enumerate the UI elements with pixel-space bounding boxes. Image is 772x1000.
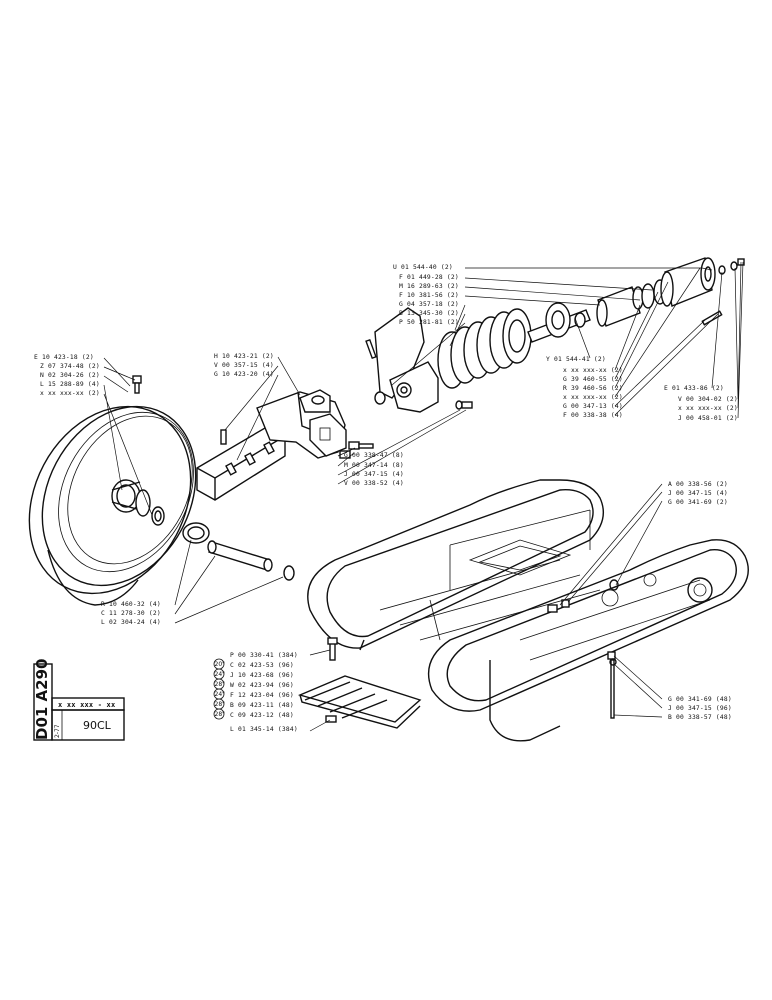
callout: C 02 423-53 (96) bbox=[230, 662, 294, 669]
callout: F 10 381-56 (2) bbox=[399, 292, 459, 299]
callouts-yoke: H 10 423-21 (2) V 00 357-15 (4) G 10 423… bbox=[214, 353, 274, 378]
callout: G 00 341-69 (48) bbox=[668, 696, 732, 703]
sheet-code: D01 A290 bbox=[33, 659, 51, 740]
size-tag-label: 28" bbox=[215, 681, 226, 688]
callout: M 00 347-14 (8) bbox=[344, 462, 404, 469]
callout: R 10 460-32 (4) bbox=[101, 601, 161, 608]
callout: J 10 423-68 (96) bbox=[230, 672, 294, 679]
track-shoes bbox=[297, 637, 422, 729]
recoil-spring-assembly bbox=[365, 257, 745, 413]
callout: J 00 347-15 (4) bbox=[344, 471, 404, 478]
callout: P 00 330-41 (384) bbox=[230, 652, 298, 659]
callouts-spring-right: Y 01 544-41 (2) x xx xxx-xx (2) G 39 460… bbox=[546, 356, 623, 419]
callout: P 50 281-81 (2) bbox=[399, 319, 459, 326]
callout: Z 07 374-48 (2) bbox=[40, 363, 100, 370]
callout: F 12 423-04 (96) bbox=[230, 692, 294, 699]
model-name: 90CL bbox=[83, 719, 112, 732]
callout: L 02 304-24 (4) bbox=[101, 619, 161, 626]
track-frame bbox=[307, 479, 749, 742]
callout: G 39 460-55 (2) bbox=[563, 376, 623, 383]
callout: N 02 304-26 (2) bbox=[40, 372, 100, 379]
callout: x xx xxx-xx (2) bbox=[563, 367, 623, 374]
callout: F 01 449-28 (2) bbox=[399, 274, 459, 281]
callout: F 00 338-38 (4) bbox=[563, 412, 623, 419]
callout: H 10 423-21 (2) bbox=[214, 353, 274, 360]
callout: L 01 345-14 (384) bbox=[230, 726, 298, 733]
callout: L 15 288-89 (4) bbox=[40, 381, 100, 388]
leader-lines bbox=[103, 261, 744, 732]
callout: G 10 423-20 (4) bbox=[214, 371, 274, 378]
callout: V 00 304-02 (2) bbox=[678, 396, 738, 403]
callout: A 00 338-56 (2) bbox=[668, 481, 728, 488]
callout: U 01 544-40 (2) bbox=[393, 264, 453, 271]
size-tag-label: 28" bbox=[215, 711, 226, 718]
size-tag-label: 24" bbox=[215, 671, 226, 678]
callout: Y 01 544-41 (2) bbox=[546, 356, 606, 363]
callout: x xx xxx-xx (2) bbox=[40, 390, 100, 397]
title-block: D01 A290 x xx xxx - xx 2-77 90CL bbox=[33, 659, 125, 741]
callouts-idler-shaft: R 10 460-32 (4) C 11 278-30 (2) L 02 304… bbox=[101, 601, 161, 626]
callout: M 16 289-63 (2) bbox=[399, 283, 459, 290]
callout: B 09 423-11 (48) bbox=[230, 702, 294, 709]
callouts-cylinder: E 01 433-86 (2) V 00 304-02 (2) x xx xxx… bbox=[664, 385, 738, 422]
callouts-frame-bottom: G 00 341-69 (48) J 00 347-15 (96) B 00 3… bbox=[668, 696, 732, 721]
part-code: x xx xxx - xx bbox=[58, 701, 116, 709]
callout: C 09 423-12 (48) bbox=[230, 712, 294, 719]
callout: V 00 338-52 (4) bbox=[344, 480, 404, 487]
callout: G 00 341-69 (2) bbox=[668, 499, 728, 506]
callout: x xx xxx-xx (2) bbox=[678, 405, 738, 412]
callout: J 00 458-01 (2) bbox=[678, 415, 738, 422]
callout: B 00 338-57 (48) bbox=[668, 714, 732, 721]
size-tag-label: 20" bbox=[215, 661, 226, 668]
callout: E 10 423-18 (2) bbox=[34, 354, 94, 361]
callouts-idler-wheel: E 10 423-18 (2) Z 07 374-48 (2) N 02 304… bbox=[34, 354, 100, 397]
callout: E 01 433-86 (2) bbox=[664, 385, 724, 392]
callout: J 00 347-15 (4) bbox=[668, 490, 728, 497]
callout: R 39 460-56 (2) bbox=[563, 385, 623, 392]
callout: W 02 423-94 (96) bbox=[230, 682, 294, 689]
yoke-assembly bbox=[196, 389, 374, 501]
callout: C 11 278-30 (2) bbox=[101, 610, 161, 617]
callouts-shoes: P 00 330-41 (384) 20" C 02 423-53 (96) 2… bbox=[213, 652, 298, 733]
callout: G 00 347-13 (4) bbox=[563, 403, 623, 410]
size-tag-label: 24" bbox=[215, 691, 226, 698]
callout: V 00 357-15 (4) bbox=[214, 362, 274, 369]
size-tag bbox=[213, 708, 225, 720]
idler-wheel bbox=[28, 375, 295, 606]
callouts-frame-top: A 00 338-56 (2) J 00 347-15 (4) G 00 341… bbox=[668, 481, 728, 506]
callout: x xx xxx-xx (2) bbox=[563, 394, 623, 401]
callout: G 00 338-47 (8) bbox=[344, 452, 404, 459]
callout: G 04 357-18 (2) bbox=[399, 301, 459, 308]
callout: B 13 345-30 (2) bbox=[399, 310, 459, 317]
date-stamp: 2-77 bbox=[54, 724, 61, 738]
callouts-spring-top: U 01 544-40 (2) F 01 449-28 (2) M 16 289… bbox=[393, 264, 459, 326]
callout: J 00 347-15 (96) bbox=[668, 705, 732, 712]
callouts-yoke-bolts: G 00 338-47 (8) M 00 347-14 (8) J 00 347… bbox=[344, 452, 404, 487]
size-tag-label: 28" bbox=[215, 701, 226, 708]
